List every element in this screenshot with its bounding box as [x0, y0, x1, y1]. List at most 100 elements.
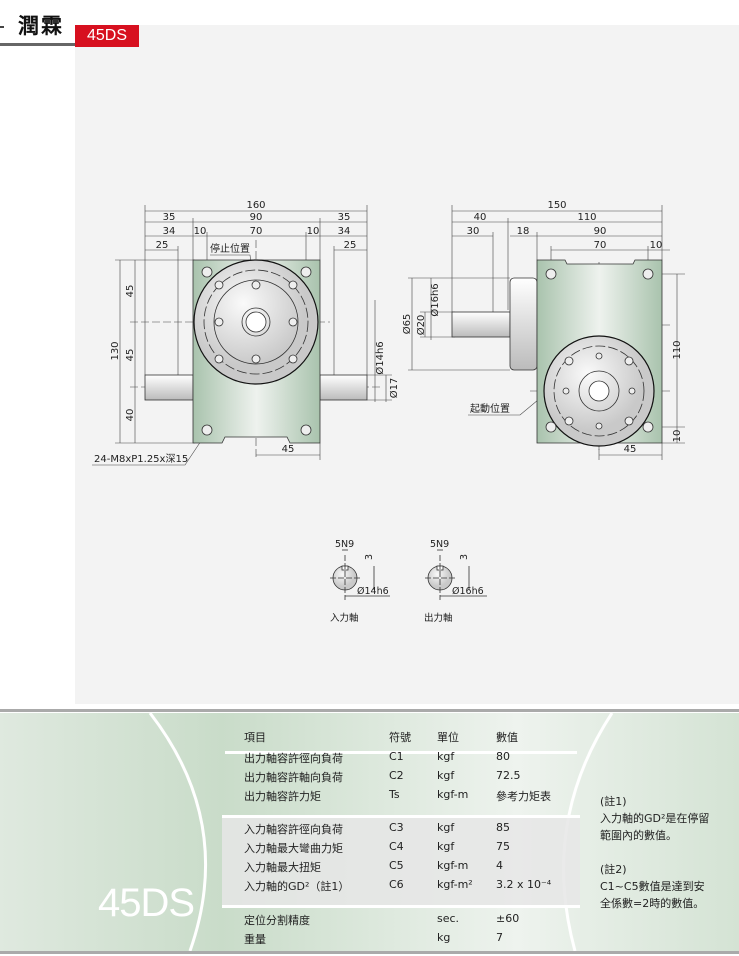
cell-item: 重量 [244, 933, 266, 946]
left-view [144, 259, 368, 444]
dim: 10 [650, 240, 663, 251]
dim: 34 [338, 226, 351, 237]
cell-symbol: C6 [389, 878, 404, 891]
cell-value: 參考力矩表 [496, 790, 551, 803]
note-1-text: 入力軸的GD²是在停留範圍內的數值。 [600, 812, 710, 842]
cell-symbol: C3 [389, 821, 404, 834]
stop-position-label: 停止位置 [210, 242, 250, 255]
dim: Ø16h6 [429, 283, 441, 316]
cell-value: 85 [496, 821, 510, 834]
dim: 70 [594, 240, 607, 251]
key-label: 5N9 [335, 539, 354, 550]
spec-background [148, 713, 614, 951]
cell-unit: kg [437, 931, 451, 944]
dim: 40 [125, 409, 136, 422]
cell-unit: kgf-m² [437, 878, 473, 891]
header-value: 數值 [496, 731, 518, 744]
dim: 150 [547, 200, 566, 211]
shaft-label: 入力軸 [330, 612, 359, 624]
dim: 35 [163, 212, 176, 223]
dim: 34 [163, 226, 176, 237]
model-name: 45DS [98, 881, 195, 925]
header-symbol: 符號 [389, 731, 411, 744]
dim: 130 [110, 341, 121, 360]
header-mark [0, 26, 4, 28]
dim: 25 [344, 240, 357, 251]
dim: 18 [517, 226, 530, 237]
divider [0, 709, 739, 712]
dim: 25 [156, 240, 169, 251]
note-2-text: C1~C5數值是達到安全係數=2時的數值。 [600, 880, 705, 910]
cell-item: 入力軸最大扭矩 [244, 861, 321, 874]
dim: 45 [125, 285, 136, 298]
cell-symbol: C4 [389, 840, 404, 853]
dim: 45 [282, 444, 295, 455]
dim: Ø65 [401, 314, 413, 335]
cell-value: 80 [496, 750, 510, 763]
dim: 160 [246, 200, 265, 211]
cell-item: 入力軸最大彎曲力矩 [244, 842, 343, 855]
cell-item: 定位分割精度 [244, 914, 310, 927]
cell-unit: kgf [437, 840, 455, 853]
cell-value: 3.2 x 10⁻⁴ [496, 878, 552, 891]
technical-drawing: 160 35 90 35 34 10 70 10 34 25 25 130 45… [92, 200, 685, 624]
keyway-input: 5N9 3 Ø14h6 入力軸 [330, 539, 390, 624]
dim: 45 [125, 349, 136, 362]
depth-label: 3 [459, 554, 470, 560]
note-1-title: (註1) [600, 795, 627, 808]
cell-item: 入力軸的GD²（註1） [244, 880, 350, 893]
cell-unit: kgf [437, 821, 455, 834]
dim: 90 [594, 226, 607, 237]
key-label: 5N9 [430, 539, 449, 550]
start-position-label: 起動位置 [470, 402, 510, 415]
notes: (註1) 入力軸的GD²是在停留範圍內的數值。 (註2) C1~C5數值是達到安… [600, 793, 710, 912]
dia-label: Ø14h6 [357, 586, 389, 597]
dim: 110 [577, 212, 596, 223]
brand-logo: 潤霖 [18, 13, 64, 38]
cell-unit: kgf [437, 769, 455, 782]
header-item: 項目 [244, 731, 266, 744]
cell-item: 出力軸容許力矩 [244, 790, 321, 803]
dim: 90 [250, 212, 263, 223]
cell-unit: kgf-m [437, 788, 469, 801]
shaft-label: 出力軸 [424, 612, 453, 624]
header-unit: 單位 [437, 731, 459, 744]
dim: 10 [672, 430, 683, 443]
dim: 30 [467, 226, 480, 237]
dimension-labels: 160 35 90 35 34 10 70 10 34 25 25 130 45… [94, 200, 683, 465]
model-badge: 45DS [75, 25, 139, 47]
cell-unit: sec. [437, 912, 460, 925]
header-rule [0, 43, 75, 46]
cell-value: ±60 [496, 912, 520, 925]
dim: 10 [307, 226, 320, 237]
dim: Ø20 [415, 315, 427, 336]
dim: 70 [250, 226, 263, 237]
cell-symbol: C2 [389, 769, 404, 782]
cell-item: 入力軸容許徑向負荷 [244, 823, 343, 836]
note-2-title: (註2) [600, 863, 627, 876]
depth-label: 3 [364, 554, 375, 560]
divider [0, 951, 739, 954]
dim: 10 [194, 226, 207, 237]
cell-item: 出力軸容許徑向負荷 [244, 752, 343, 765]
keyway-output: 5N9 3 Ø16h6 出力軸 [424, 539, 487, 624]
cell-value: 72.5 [496, 769, 521, 782]
dia-label: Ø16h6 [452, 586, 484, 597]
cell-value: 7 [496, 931, 503, 944]
cell-value: 4 [496, 859, 503, 872]
right-view [451, 259, 663, 447]
cell-value: 75 [496, 840, 510, 853]
dim: 35 [338, 212, 351, 223]
dim: Ø17 [388, 378, 400, 399]
cell-symbol: C1 [389, 750, 404, 763]
hole-note: 24-M8xP1.25x深15 [94, 453, 188, 465]
dim: Ø14h6 [374, 341, 386, 374]
dim: 110 [672, 340, 683, 359]
dim: 45 [624, 444, 637, 455]
cell-unit: kgf [437, 750, 455, 763]
cell-unit: kgf-m [437, 859, 469, 872]
dim: 40 [474, 212, 487, 223]
cell-symbol: C5 [389, 859, 404, 872]
cell-symbol: Ts [389, 788, 400, 801]
